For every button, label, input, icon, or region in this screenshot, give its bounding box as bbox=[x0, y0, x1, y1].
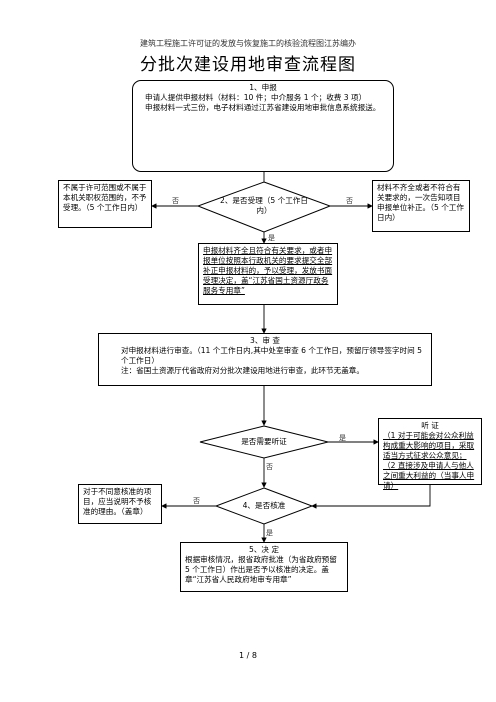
supplement-text: 材料不齐全或者不符合有关要求的，一次告知项目申报单位补正。（5 个工作日内） bbox=[377, 183, 464, 222]
no-jurisdiction-box: 不属于许可范围或不属于本机关职权范围的，不予受理。（5 个工作日内） bbox=[58, 180, 152, 228]
label-yes-1: 是 bbox=[268, 234, 275, 242]
arrow-hearing-to-d3 bbox=[311, 485, 431, 509]
step3-title: 3、审 查 bbox=[249, 336, 281, 345]
disapprove-text: 对于不同意核准的项目，应当说明不予核准的理由。（盖章） bbox=[83, 487, 152, 516]
step3-review-box: 3、审 查 对申报材料进行审查。（11 个工作日内,其中处室审查 6 个工作日，… bbox=[98, 333, 432, 386]
label-no-2: 否 bbox=[346, 197, 353, 205]
supplement-box: 材料不齐全或者不符合有关要求的，一次告知项目申报单位补正。（5 个工作日内） bbox=[372, 180, 470, 232]
page-title: 分批次建设用地审查流程图 bbox=[140, 55, 356, 75]
label-yes-3: 是 bbox=[266, 529, 273, 537]
step1-title: 1、申报 bbox=[249, 83, 277, 92]
disapprove-box: 对于不同意核准的项目，应当说明不予核准的理由。（盖章） bbox=[78, 484, 162, 524]
accept-box: 申报材料齐全且符合有关要求，或者申报单位按照本行政机关的要求提交全部补正申报材料… bbox=[198, 243, 338, 305]
label-no-4: 否 bbox=[193, 497, 200, 505]
diamond-approve bbox=[214, 487, 314, 525]
hearing-line2: （2 直接涉及申请人与他人之间重大利益的（当事人申请） bbox=[383, 461, 475, 490]
step1-apply-box: 1、申报 申请人提供申报材料（材料：10 件；中介服务 1 个；收费 3 项） … bbox=[132, 80, 394, 172]
diamond-accept bbox=[196, 181, 332, 233]
hearing-title: 听 证 bbox=[421, 421, 439, 430]
step5-line1: 根据审核情况，报省政府批准（为省政府预留 5 个工作日）作出是否予以核准的决定。… bbox=[185, 555, 337, 584]
step1-line2: 申报材料一式三份，电子材料通过江苏省建设用地审批信息系统报送。 bbox=[145, 103, 381, 112]
page-number: 1 / 8 bbox=[239, 651, 257, 660]
label-no-1: 否 bbox=[172, 197, 179, 205]
accept-text: 申报材料齐全且符合有关要求，或者申报单位按照本行政机关的要求提交全部补正申报材料… bbox=[203, 246, 333, 295]
diamond1-label: 2、是否受理（5 个工作日内） bbox=[219, 196, 308, 215]
step5-decision-box: 5、决 定 根据审核情况，报省政府批准（为省政府预留 5 个工作日）作出是否予以… bbox=[180, 542, 348, 592]
no-jurisdiction-text: 不属于许可范围或不属于本机关职权范围的，不予受理。（5 个工作日内） bbox=[63, 183, 147, 212]
step3-line1: 对申报材料进行审查。（11 个工作日内,其中处室审查 6 个工作日，预留厅领导签… bbox=[121, 346, 422, 365]
hearing-box: 听 证 （1 对于可能会对公众利益构成重大影响的项目，采取适当方式征求公众意见；… bbox=[378, 418, 482, 490]
page-header: 建筑工程施工许可证的发放与恢复施工的核验流程图江苏编办 bbox=[140, 39, 356, 48]
label-yes-2: 是 bbox=[339, 434, 346, 442]
diamond-hearing bbox=[199, 425, 329, 459]
diamond2-label: 是否需要听证 bbox=[241, 437, 287, 446]
step5-title: 5、决 定 bbox=[248, 545, 280, 554]
diamond3-label: 4、是否核准 bbox=[242, 501, 286, 510]
label-no-3: 否 bbox=[266, 463, 273, 471]
hearing-line1: （1 对于可能会对公众利益构成重大影响的项目，采取适当方式征求公众意见； bbox=[383, 431, 475, 460]
step3-line2: 注：省国土资源厅代省政府对分批次建设用地进行审查，此环节无盖章。 bbox=[121, 366, 364, 375]
step1-line1: 申请人提供申报材料（材料：10 件；中介服务 1 个；收费 3 项） bbox=[145, 93, 367, 102]
